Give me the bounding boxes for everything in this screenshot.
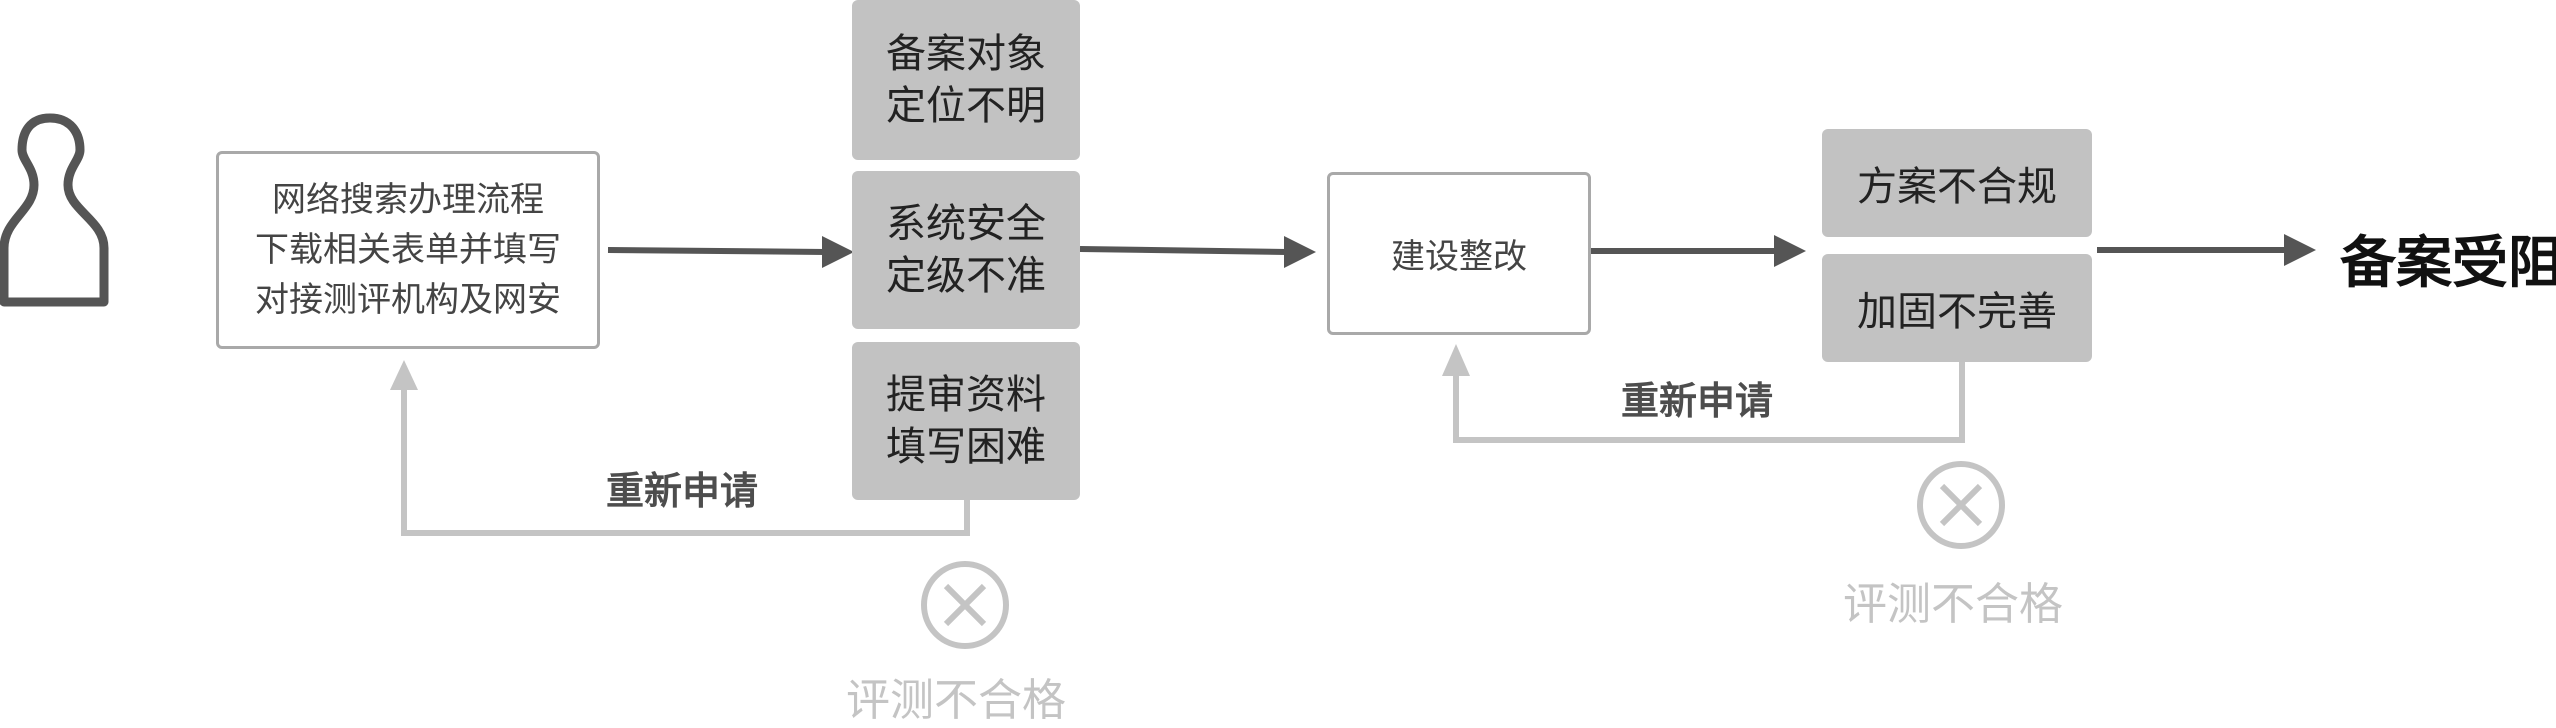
problem-line: 填写困难 <box>886 424 1046 470</box>
result-label: 备案受阻 <box>2340 231 2556 296</box>
process-start-text: 网络搜索办理流程 下载相关表单并填写 对接测评机构及网安 <box>255 175 561 325</box>
reapply-loop-2 <box>1453 362 1965 443</box>
problem-box-grading-inaccurate: 系统安全 定级不准 <box>852 171 1080 329</box>
process-start-line: 网络搜索办理流程 <box>272 180 544 220</box>
process-start-box: 网络搜索办理流程 下载相关表单并填写 对接测评机构及网安 <box>216 151 600 349</box>
reapply-loop-1-arrowhead <box>390 360 418 390</box>
process-start-line: 下载相关表单并填写 <box>255 230 561 270</box>
process-start-line: 对接测评机构及网安 <box>255 280 561 320</box>
problem-box-hardening-incomplete: 加固不完善 <box>1822 254 2092 362</box>
problem-line: 系统安全 <box>886 201 1046 247</box>
problem-line: 加固不完善 <box>1857 289 2057 335</box>
flow-arrow-4 <box>2097 234 2316 266</box>
problem-line: 提审资料 <box>886 372 1046 418</box>
reapply-label-1: 重新申请 <box>606 469 759 513</box>
problem-line: 方案不合规 <box>1857 164 2057 210</box>
problem-line: 定位不明 <box>886 83 1046 129</box>
fail-x-icon-1 <box>921 561 1009 649</box>
reapply-loop-1 <box>401 385 970 536</box>
user-icon <box>0 113 109 307</box>
fail-label-1: 评测不合格 <box>846 675 1066 726</box>
problem-box-plan-noncompliant: 方案不合规 <box>1822 129 2092 237</box>
fail-label-2: 评测不合格 <box>1843 579 2063 630</box>
reapply-loop-2-arrowhead <box>1442 344 1470 376</box>
problem-box-target-unclear: 备案对象 定位不明 <box>852 0 1080 160</box>
rectify-label: 建设整改 <box>1391 237 1527 277</box>
flow-arrow-1 <box>607 236 854 268</box>
problem-line: 定级不准 <box>886 253 1046 299</box>
fail-x-icon-2 <box>1917 461 2005 549</box>
flow-arrow-3 <box>1590 235 1806 267</box>
reapply-label-2: 重新申请 <box>1621 379 1774 423</box>
flow-arrow-2 <box>1079 236 1316 268</box>
problem-line: 备案对象 <box>886 31 1046 77</box>
problem-box-materials-difficult: 提审资料 填写困难 <box>852 342 1080 500</box>
rectify-box: 建设整改 <box>1327 172 1591 335</box>
